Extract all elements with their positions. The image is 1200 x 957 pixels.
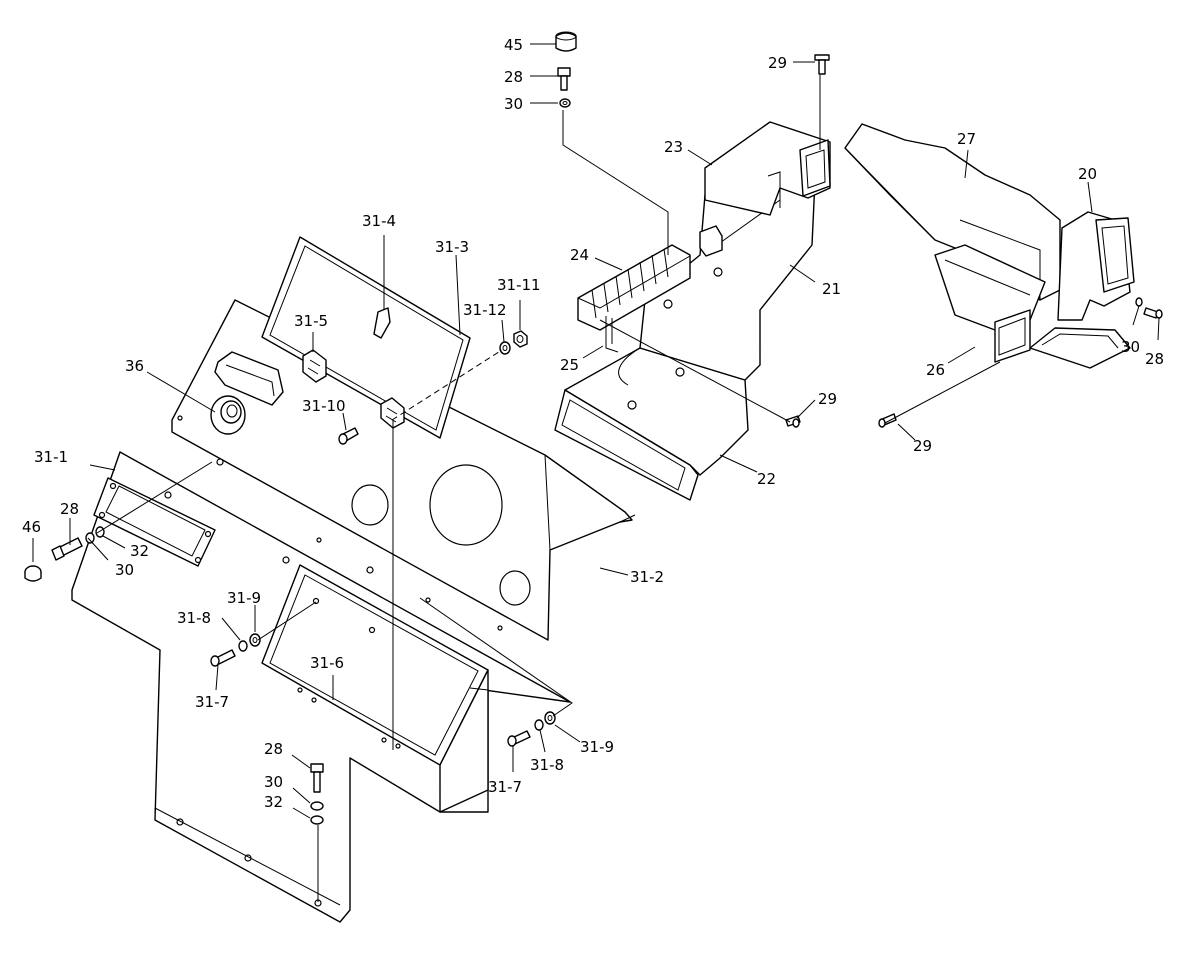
round-knob-36 xyxy=(210,395,246,435)
callout-30: 30 xyxy=(264,773,283,791)
callout-31-4: 31-4 xyxy=(362,212,396,230)
callout-29: 29 xyxy=(913,437,932,455)
hinge-lower xyxy=(380,397,405,429)
callout-labels: 45 28 30 29 23 27 20 24 21 25 29 22 26 3… xyxy=(22,36,1164,811)
callout-31-3: 31-3 xyxy=(435,238,469,256)
assembly-lines xyxy=(96,75,1001,902)
callout-32: 32 xyxy=(264,793,283,811)
grille-24 xyxy=(577,244,691,331)
callout-leaders xyxy=(32,43,1160,819)
callout-21: 21 xyxy=(822,280,841,298)
screw-29-right xyxy=(878,413,897,428)
indicator-plate xyxy=(93,477,216,567)
switch-cluster xyxy=(214,351,284,406)
callout-29: 29 xyxy=(818,390,837,408)
duct-26 xyxy=(934,244,1046,363)
latch-31-4 xyxy=(373,307,391,339)
callout-46: 46 xyxy=(22,518,41,536)
cap-45 xyxy=(555,31,577,52)
callout-31-1: 31-1 xyxy=(34,448,68,466)
fasteners-31-7-left xyxy=(210,633,261,667)
callout-30: 30 xyxy=(504,95,523,113)
callout-31-9: 31-9 xyxy=(227,589,261,607)
outlet-20 xyxy=(1029,211,1135,369)
meter-housing-31-6 xyxy=(261,564,489,813)
callout-25: 25 xyxy=(560,356,579,374)
callout-31-12: 31-12 xyxy=(463,301,507,319)
callout-28: 28 xyxy=(60,500,79,518)
duct-23 xyxy=(699,121,831,257)
callout-24: 24 xyxy=(570,246,589,264)
callout-28: 28 xyxy=(1145,350,1164,368)
callout-45: 45 xyxy=(504,36,523,54)
screw-29-top xyxy=(814,54,830,75)
callout-23: 23 xyxy=(664,138,683,156)
callout-26: 26 xyxy=(926,361,945,379)
callout-31-10: 31-10 xyxy=(302,397,346,415)
callout-31-6: 31-6 xyxy=(310,654,344,672)
callout-31-2: 31-2 xyxy=(630,568,664,586)
fasteners-31-7-right xyxy=(507,711,556,747)
callout-32: 32 xyxy=(130,542,149,560)
callout-36: 36 xyxy=(125,357,144,375)
callout-27: 27 xyxy=(957,130,976,148)
callout-28: 28 xyxy=(504,68,523,86)
bolt-28-right xyxy=(1135,297,1163,319)
callout-31-7: 31-7 xyxy=(195,693,229,711)
callout-31-7: 31-7 xyxy=(488,778,522,796)
callout-28: 28 xyxy=(264,740,283,758)
bolt-28-bottom xyxy=(310,763,324,825)
cover-frame-31-3 xyxy=(261,236,471,439)
screw-29-mid xyxy=(785,415,801,428)
callout-22: 22 xyxy=(757,470,776,488)
upper-panel-31-2 xyxy=(171,299,636,641)
callout-30: 30 xyxy=(1121,338,1140,356)
bolt-28-top xyxy=(557,67,571,108)
callout-31-5: 31-5 xyxy=(294,312,328,330)
callout-31-9: 31-9 xyxy=(580,738,614,756)
screw-31-10 xyxy=(338,427,359,445)
callout-20: 20 xyxy=(1078,165,1097,183)
duct-27 xyxy=(844,123,1061,301)
bracket-25 xyxy=(605,316,619,353)
callout-31-8: 31-8 xyxy=(177,609,211,627)
callout-30: 30 xyxy=(115,561,134,579)
callout-31-8: 31-8 xyxy=(530,756,564,774)
callout-31-11: 31-11 xyxy=(497,276,541,294)
callout-29: 29 xyxy=(768,54,787,72)
cap-46 xyxy=(24,565,42,582)
washer-31-12 xyxy=(499,341,511,355)
nut-31-11 xyxy=(513,330,528,348)
